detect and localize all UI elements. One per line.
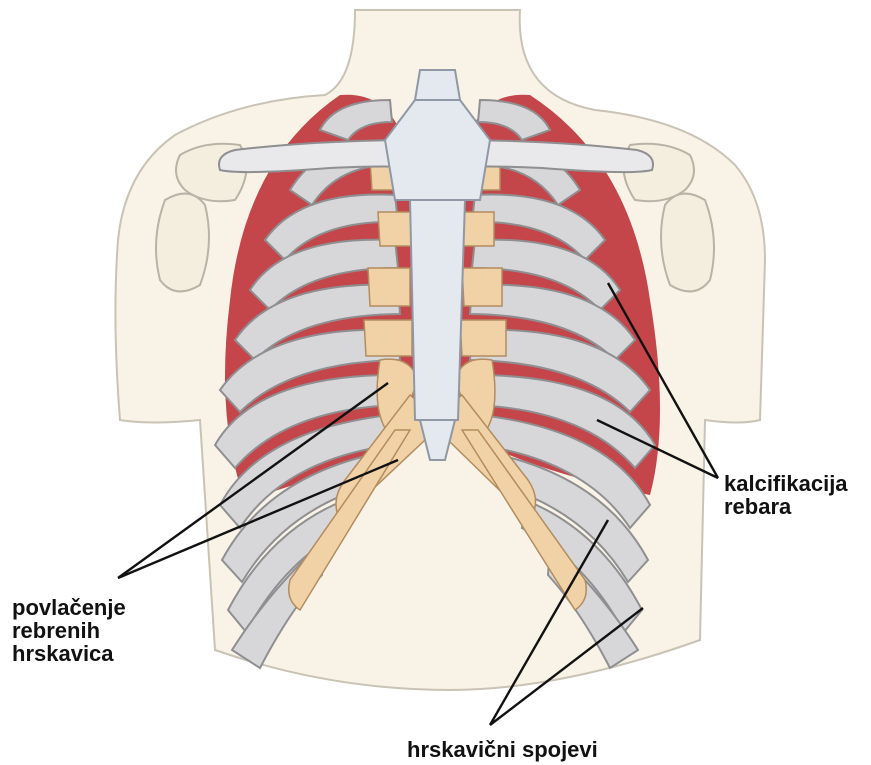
label-calcification-line-1: kalcifikacija <box>724 472 848 495</box>
label-retraction-line-1: povlačenje <box>12 596 126 619</box>
label-retraction: povlačenje rebrenih hrskavica <box>12 596 126 665</box>
label-cartilage-joints: hrskavični spojevi <box>407 738 598 761</box>
label-retraction-line-3: hrskavica <box>12 642 126 665</box>
label-calcification: kalcifikacija rebara <box>724 472 848 518</box>
label-retraction-line-2: rebrenih <box>12 619 126 642</box>
label-calcification-line-2: rebara <box>724 495 848 518</box>
